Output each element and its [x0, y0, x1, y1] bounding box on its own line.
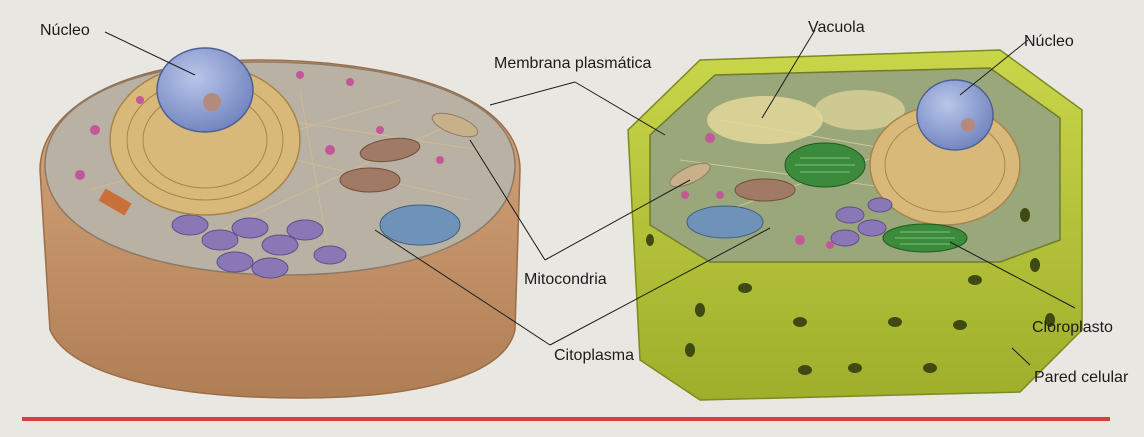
label-nucleo-plant: Núcleo — [1024, 34, 1074, 50]
nucleolus-animal — [203, 93, 221, 111]
vacuole — [707, 96, 823, 144]
nucleolus-plant — [961, 118, 975, 132]
label-citoplasma: Citoplasma — [554, 348, 634, 364]
label-cloroplasto: Cloroplasto — [1032, 320, 1113, 336]
mitochondrion-animal-3 — [340, 168, 400, 192]
smooth-er-plant — [687, 206, 763, 238]
animal-cell — [40, 48, 520, 398]
smooth-er-animal — [380, 205, 460, 245]
mitochondrion-plant-1 — [735, 179, 795, 201]
label-mitocondria: Mitocondria — [524, 272, 607, 288]
label-membrana-plasmatica: Membrana plasmática — [494, 56, 651, 72]
plant-cell — [628, 50, 1082, 400]
nucleus-plant — [917, 80, 993, 150]
bottom-rule — [22, 417, 1110, 421]
label-vacuola: Vacuola — [808, 20, 865, 36]
leader-membrana-left — [490, 82, 575, 105]
nucleus-animal — [157, 48, 253, 132]
label-nucleo-animal: Núcleo — [40, 23, 90, 39]
label-pared-celular: Pared celular — [1034, 370, 1128, 386]
